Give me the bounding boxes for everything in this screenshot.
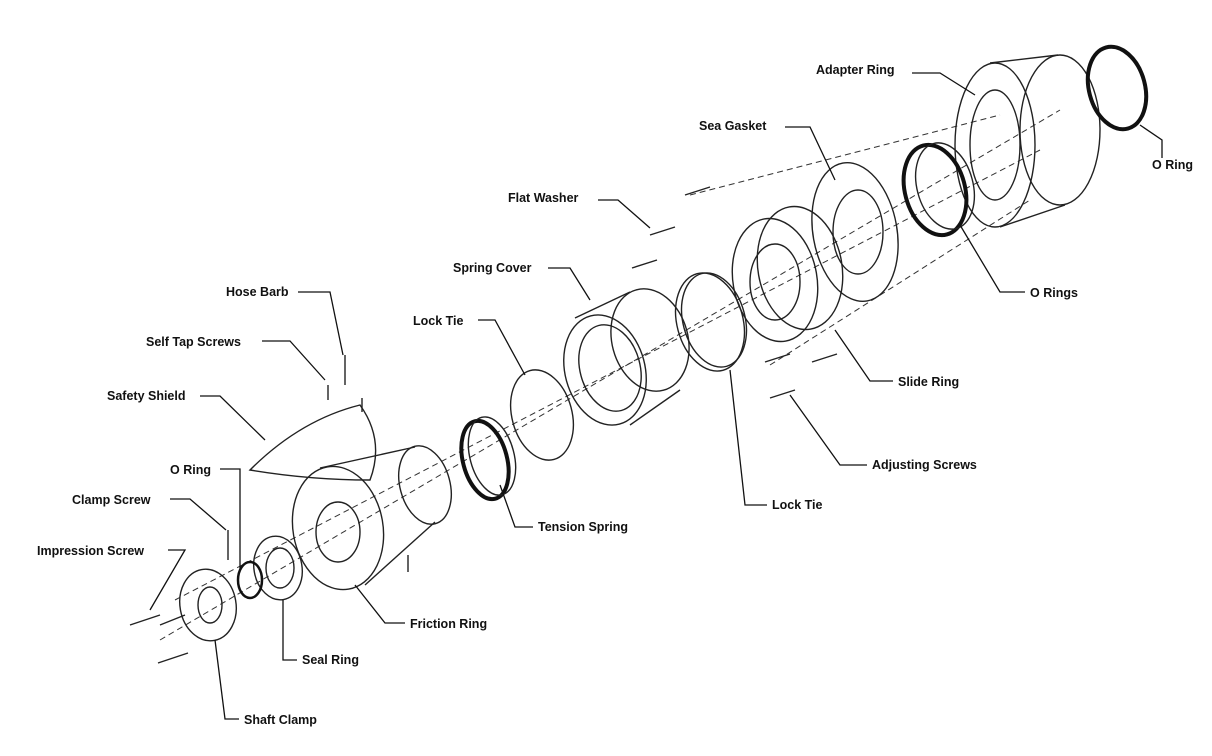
screws bbox=[129, 186, 838, 664]
lock-tie-left-part bbox=[509, 369, 575, 461]
label-self-tap-screws: Self Tap Screws bbox=[146, 335, 241, 349]
o-rings-part bbox=[901, 142, 976, 238]
o-ring-small-part bbox=[236, 560, 264, 600]
label-shaft-clamp: Shaft Clamp bbox=[244, 713, 317, 727]
lock-tie-right-part bbox=[674, 272, 746, 372]
label-clamp-screw: Clamp Screw bbox=[72, 493, 151, 507]
label-slide-ring: Slide Ring bbox=[898, 375, 959, 389]
slide-ring-part bbox=[731, 205, 844, 343]
label-o-rings: O Rings bbox=[1030, 286, 1078, 300]
shaft-clamp-part bbox=[179, 568, 237, 642]
sea-gasket-part bbox=[811, 161, 899, 303]
seal-ring-part bbox=[253, 535, 303, 601]
spring-cover-part bbox=[563, 288, 690, 426]
label-lock-tie-left: Lock Tie bbox=[413, 314, 464, 328]
safety-shield-part bbox=[248, 404, 377, 481]
leader-lines bbox=[149, 72, 1163, 720]
label-safety-shield: Safety Shield bbox=[107, 389, 186, 403]
adapter-ring-part bbox=[954, 54, 1101, 228]
label-friction-ring: Friction Ring bbox=[410, 617, 487, 631]
label-adapter-ring: Adapter Ring bbox=[816, 63, 894, 77]
label-flat-washer: Flat Washer bbox=[508, 191, 579, 205]
label-lock-tie-right: Lock Tie bbox=[772, 498, 823, 512]
label-o-ring-top: O Ring bbox=[1152, 158, 1193, 172]
o-ring-top-part bbox=[1085, 44, 1149, 132]
label-impression-screw: Impression Screw bbox=[37, 544, 144, 558]
friction-ring-part bbox=[291, 445, 452, 591]
label-adjusting-screws: Adjusting Screws bbox=[872, 458, 977, 472]
label-o-ring-small: O Ring bbox=[170, 463, 211, 477]
label-tension-spring: Tension Spring bbox=[538, 520, 628, 534]
lock-tie-right-inner bbox=[680, 272, 748, 368]
tension-spring-part bbox=[459, 416, 517, 502]
label-hose-barb: Hose Barb bbox=[226, 285, 289, 299]
label-seal-ring: Seal Ring bbox=[302, 653, 359, 667]
label-spring-cover: Spring Cover bbox=[453, 261, 532, 275]
label-sea-gasket: Sea Gasket bbox=[699, 119, 767, 133]
